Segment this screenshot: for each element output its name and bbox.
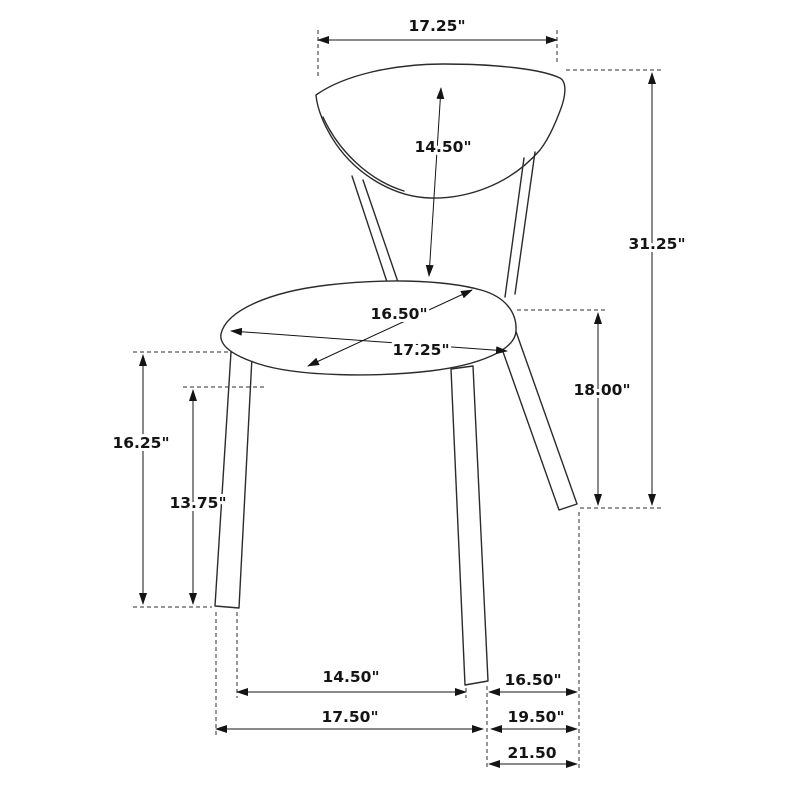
dimension-labels: 17.25" 14.50" 31.25" 16.50" 17.25" 18.00… bbox=[109, 14, 688, 765]
front-leg-outer-width-label: 17.50" bbox=[321, 708, 378, 726]
back-width-label: 17.25" bbox=[408, 17, 465, 35]
dim-line-seat-width bbox=[230, 327, 508, 355]
chair-back-support-left bbox=[362, 179, 400, 286]
chair-drawing bbox=[214, 63, 578, 686]
extension-lines bbox=[133, 30, 664, 770]
seat-width-label: 17.25" bbox=[392, 341, 449, 359]
overall-height-label: 31.25" bbox=[628, 235, 685, 253]
chair-seat bbox=[220, 280, 517, 376]
front-floor-height-label: 16.25" bbox=[112, 434, 169, 452]
chair-leg-front-right bbox=[450, 365, 489, 686]
chair-leg-back-right bbox=[495, 325, 578, 511]
leg-depth-span-label: 19.50" bbox=[507, 708, 564, 726]
dimension-lines bbox=[139, 36, 656, 768]
front-leg-inner-width-label: 14.50" bbox=[322, 668, 379, 686]
seat-depth-label: 16.50" bbox=[370, 305, 427, 323]
chair-backrest-edge-line bbox=[322, 116, 405, 192]
chair-back-support-left bbox=[351, 175, 390, 289]
overall-depth-label: 21.50 bbox=[507, 744, 556, 762]
chair-leg-front-left bbox=[214, 351, 253, 609]
leg-side-span-label: 16.50" bbox=[504, 671, 561, 689]
chair-back-support-right bbox=[504, 157, 525, 298]
seat-floor-height-label: 18.00" bbox=[573, 381, 630, 399]
dim-line-back-height bbox=[425, 87, 445, 277]
back-height-label: 14.50" bbox=[414, 138, 471, 156]
chair-back-support-right bbox=[514, 151, 536, 295]
apron-floor-height-label: 13.75" bbox=[169, 494, 226, 512]
